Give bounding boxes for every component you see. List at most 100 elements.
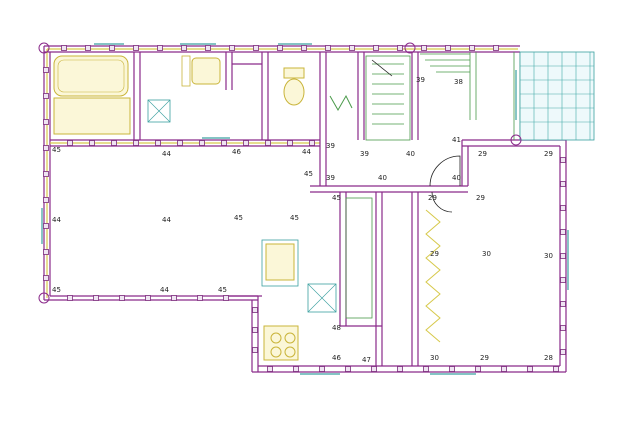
kitchen-counter [261, 239, 299, 361]
sink-icon [191, 57, 221, 85]
dim-label: 45 [332, 194, 341, 202]
column-icon [560, 349, 566, 355]
dim-label: 45 [52, 146, 61, 154]
column-icon [145, 295, 151, 301]
dim-label: 45 [234, 214, 243, 222]
columns [43, 45, 566, 372]
dim-label: 28 [544, 354, 553, 362]
column-icon [349, 45, 355, 51]
column-icon [287, 140, 293, 146]
column-icon [43, 93, 49, 99]
dim-label: 39 [326, 174, 335, 182]
column-icon [469, 45, 475, 51]
column-icon [197, 295, 203, 301]
dim-label: 29 [430, 250, 439, 258]
bathtub-icon [53, 55, 129, 97]
column-icon [243, 140, 249, 146]
column-icon [397, 45, 403, 51]
column-icon [345, 366, 351, 372]
column-icon [43, 249, 49, 255]
column-icon [43, 223, 49, 229]
column-icon [265, 140, 271, 146]
column-icon [157, 45, 163, 51]
column-icon [371, 366, 377, 372]
dim-label: 39 [416, 76, 425, 84]
column-icon [553, 366, 559, 372]
column-icon [325, 45, 331, 51]
dim-label: 44 [52, 216, 61, 224]
column-icon [43, 275, 49, 281]
corner-markers [38, 42, 522, 304]
column-icon [527, 366, 533, 372]
dim-label: 48 [332, 324, 341, 332]
column-icon [252, 347, 258, 353]
column-icon [421, 45, 427, 51]
dim-label: 29 [476, 194, 485, 202]
column-icon [93, 295, 99, 301]
column-icon [560, 229, 566, 235]
dim-label: 46 [332, 354, 341, 362]
column-icon [373, 45, 379, 51]
dim-label: 45 [52, 286, 61, 294]
column-icon [560, 157, 566, 163]
washroom-counter [53, 97, 131, 135]
dim-label: 39 [326, 142, 335, 150]
dim-label: 40 [452, 174, 461, 182]
windows [41, 43, 569, 375]
column-icon [67, 295, 73, 301]
column-icon [267, 366, 273, 372]
column-icon [199, 140, 205, 146]
column-icon [171, 295, 177, 301]
column-icon [560, 277, 566, 283]
dim-label: 29 [428, 194, 437, 202]
column-icon [43, 145, 49, 151]
dim-label: 44 [162, 216, 171, 224]
dim-label: 45 [304, 170, 313, 178]
column-icon [560, 301, 566, 307]
column-icon [493, 45, 499, 51]
dim-label: 44 [162, 150, 171, 158]
stove-icon [270, 332, 296, 358]
column-icon [423, 366, 429, 372]
column-icon [67, 140, 73, 146]
column-icon [449, 366, 455, 372]
door-swing-icon [429, 155, 461, 213]
dim-label: 30 [482, 250, 491, 258]
dim-label: 30 [544, 252, 553, 260]
column-icon [560, 253, 566, 259]
column-icon [221, 140, 227, 146]
dim-label: 47 [362, 356, 371, 364]
toilet-icon [283, 67, 305, 106]
column-icon [133, 45, 139, 51]
dim-label: 46 [232, 148, 241, 156]
column-icon [475, 366, 481, 372]
closet-folding-door [425, 209, 441, 343]
dim-label: 40 [406, 150, 415, 158]
dim-label: 45 [218, 286, 227, 294]
column-icon [61, 45, 67, 51]
column-icon [253, 45, 259, 51]
dim-label: 30 [430, 354, 439, 362]
dimension-labels: 45 44 46 44 39 39 40 41 29 29 45 39 40 4… [52, 76, 553, 364]
column-icon [109, 45, 115, 51]
column-icon [252, 327, 258, 333]
dim-label: 44 [160, 286, 169, 294]
dim-label: 29 [544, 150, 553, 158]
column-icon [177, 140, 183, 146]
column-icon [155, 140, 161, 146]
column-icon [397, 366, 403, 372]
column-icon [43, 67, 49, 73]
dim-label: 29 [478, 150, 487, 158]
column-icon [293, 366, 299, 372]
column-icon [205, 45, 211, 51]
column-icon [445, 45, 451, 51]
column-icon [560, 325, 566, 331]
dim-label: 41 [452, 136, 461, 144]
column-icon [43, 119, 49, 125]
column-icon [501, 366, 507, 372]
dim-label: 29 [480, 354, 489, 362]
dim-label: 40 [378, 174, 387, 182]
dim-label: 44 [302, 148, 311, 156]
column-icon [133, 140, 139, 146]
